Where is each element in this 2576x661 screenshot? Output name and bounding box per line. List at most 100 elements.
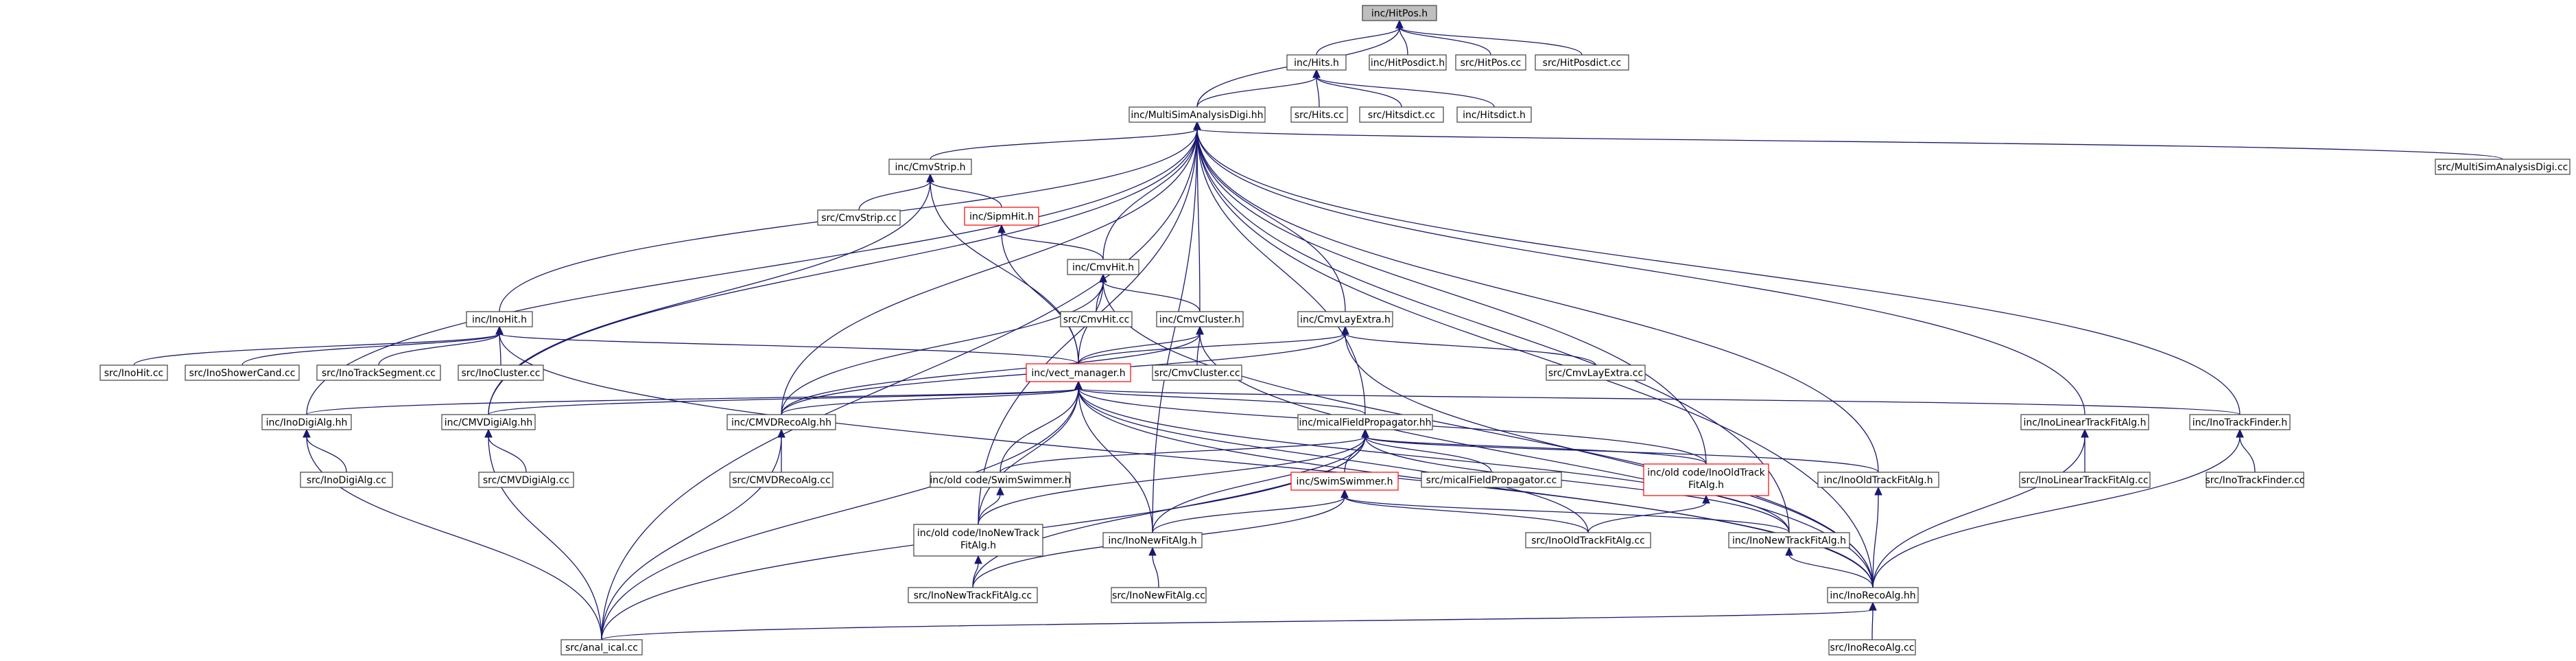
node-anal-ical-cc[interactable]: src/anal_ical.cc: [560, 639, 643, 656]
node-hitsdict-h[interactable]: inc/Hitsdict.h: [1456, 106, 1532, 123]
edge-cmvcluster-h-to-cmvdrecoalg-hh: [781, 325, 1204, 415]
edge-sipmhit-h-to-cmvhit-h: [997, 224, 1104, 260]
node-label: src/InoNewFitAlg.cc: [1112, 590, 1205, 601]
edge-msad-hh-to-cmvlayextra-h: [1193, 121, 1346, 312]
node-inorecoalg-cc[interactable]: src/InoRecoAlg.cc: [1828, 639, 1916, 656]
node-cmvstrip-cc[interactable]: src/CmvStrip.cc: [817, 209, 901, 226]
node-box: [908, 587, 1038, 603]
node-box: [2206, 472, 2304, 488]
node-hitposdict-cc[interactable]: src/HitPosdict.cc: [1535, 54, 1629, 71]
node-cmvdrecoalg-hh[interactable]: inc/CMVDRecoAlg.hh: [726, 414, 836, 430]
edge-inohit-h-to-vect-manager-h: [495, 325, 1079, 364]
node-cmvcluster-cc[interactable]: src/CmvCluster.cc: [1152, 364, 1242, 381]
node-label: inc/CmvHit.h: [1072, 262, 1134, 273]
node-box: [1067, 259, 1139, 275]
node-box: [441, 414, 536, 430]
node-inohit-cc[interactable]: src/InoHit.cc: [99, 364, 168, 381]
node-label: inc/CmvStrip.h: [895, 162, 965, 173]
node-cmvlayextra-cc[interactable]: src/CmvLayExtra.cc: [1546, 364, 1646, 381]
node-box: [1546, 364, 1646, 381]
node-vect-manager-h[interactable]: inc/vect_manager.h: [1026, 363, 1131, 382]
node-box: [726, 414, 836, 430]
node-inolineartrackfitalg-h[interactable]: inc/InoLinearTrackFitAlg.h: [2020, 414, 2149, 430]
node-cmvdigialg-cc[interactable]: src/CMVDigiAlg.cc: [478, 472, 574, 488]
node-inodigialg-cc[interactable]: src/InoDigiAlg.cc: [300, 472, 393, 488]
node-inonewtrackfitalg-cc[interactable]: src/InoNewTrackFitAlg.cc: [908, 587, 1038, 603]
node-msad-hh[interactable]: inc/MultiSimAnalysisDigi.hh: [1129, 106, 1266, 123]
node-box: [1290, 472, 1399, 491]
node-sipmhit-h[interactable]: inc/SipmHit.h: [964, 207, 1039, 226]
node-inocluster-cc[interactable]: src/InoCluster.cc: [458, 364, 544, 381]
node-hits-cc[interactable]: src/Hits.cc: [1290, 106, 1348, 123]
node-hitposdict-h[interactable]: inc/HitPosdict.h: [1369, 54, 1447, 71]
node-box: [964, 207, 1039, 226]
node-cmvhit-cc[interactable]: src/CmvHit.cc: [1060, 311, 1133, 327]
node-inooldtrackfitalg-h[interactable]: inc/InoOldTrackFitAlg.h: [1817, 472, 1939, 488]
edge-sipmhit-h-to-vect-manager-h: [997, 224, 1079, 364]
edge-inodigialg-hh-to-anal-ical-cc: [303, 428, 602, 640]
node-micalfield-cc[interactable]: src/micalFieldPropagator.cc: [1421, 472, 1562, 488]
node-inoshowercand-cc[interactable]: src/InoShowerCand.cc: [185, 364, 300, 381]
node-box: [1152, 364, 1242, 381]
node-swimswimmer-h[interactable]: inc/SwimSwimmer.h: [1290, 472, 1399, 491]
edge-inorecoalg-hh-to-anal-ical-cc: [601, 601, 1877, 640]
node-cmvcluster-h[interactable]: inc/CmvCluster.h: [1156, 311, 1244, 327]
node-label: src/Hitsdict.cc: [1368, 110, 1435, 121]
node-inodigialg-hh[interactable]: inc/InoDigiAlg.hh: [261, 414, 352, 430]
node-label: src/CmvCluster.cc: [1154, 368, 1240, 379]
node-cmvhit-h[interactable]: inc/CmvHit.h: [1067, 259, 1139, 275]
node-box: [1359, 106, 1444, 123]
node-label: inc/CmvCluster.h: [1159, 314, 1241, 325]
node-label: src/InoNewTrackFitAlg.cc: [914, 590, 1032, 601]
node-micalfield-hh[interactable]: inc/micalFieldPropagator.hh: [1297, 414, 1433, 430]
node-oldinooldtrack-h[interactable]: inc/old code/InoOldTrackFitAlg.h: [1643, 463, 1769, 496]
node-inonewfitalg-cc[interactable]: src/InoNewFitAlg.cc: [1111, 587, 1207, 603]
node-label: inc/InoLinearTrackFitAlg.h: [2024, 417, 2147, 428]
node-oldinonewtrack-h[interactable]: inc/old code/InoNewTrackFitAlg.h: [913, 524, 1043, 557]
node-cmvstrip-h[interactable]: inc/CmvStrip.h: [888, 159, 972, 175]
node-inotrackfinder-cc[interactable]: src/InoTrackFinder.cc: [2206, 472, 2305, 488]
node-label: inc/InoNewFitAlg.h: [1108, 535, 1196, 546]
node-label: inc/CMVDRecoAlg.hh: [731, 417, 831, 428]
node-inolineartrackfitalg-cc[interactable]: src/InoLinearTrackFitAlg.cc: [2019, 472, 2151, 488]
node-box: [1728, 532, 1850, 548]
node-box: [913, 524, 1043, 557]
node-box: [316, 364, 441, 381]
node-label: inc/InoHit.h: [472, 314, 527, 325]
node-cmvlayextra-h[interactable]: inc/CmvLayExtra.h: [1297, 311, 1393, 327]
node-inooldtrackfitalg-cc[interactable]: src/InoOldTrackFitAlg.cc: [1525, 532, 1651, 548]
node-box: [1290, 106, 1348, 123]
node-inotrackfinder-h[interactable]: inc/InoTrackFinder.h: [2189, 414, 2291, 430]
node-inonewfitalg-h[interactable]: inc/InoNewFitAlg.h: [1102, 532, 1203, 548]
node-label: inc/InoTrackFinder.h: [2193, 417, 2287, 428]
node-hitsdict-cc[interactable]: src/Hitsdict.cc: [1359, 106, 1444, 123]
node-inorecoalg-hh[interactable]: inc/InoRecoAlg.hh: [1827, 587, 1919, 603]
node-hitpos-h[interactable]: inc/HitPos.h: [1362, 5, 1437, 21]
node-oldswim-h[interactable]: inc/old code/SwimSwimmer.h: [930, 472, 1071, 488]
node-label: src/MultiSimAnalysisDigi.cc: [2437, 162, 2568, 173]
node-cmvdigialg-hh[interactable]: inc/CMVDigiAlg.hh: [441, 414, 536, 430]
node-hits-h[interactable]: inc/Hits.h: [1286, 54, 1347, 71]
node-label: inc/SipmHit.h: [969, 211, 1034, 222]
edge-msad-hh-to-cmvstrip-h: [930, 121, 1201, 160]
node-label: inc/InoRecoAlg.hh: [1830, 590, 1915, 601]
node-box: [2435, 159, 2571, 175]
node-cmvdrecoalg-cc[interactable]: src/CMVDRecoAlg.cc: [729, 472, 834, 488]
node-box: [478, 472, 574, 488]
edge-swimswimmer-h-to-inonewfitalg-h: [1152, 489, 1349, 533]
node-inohit-h[interactable]: inc/InoHit.h: [466, 311, 533, 327]
edge-inonewtrackfitalg-h-to-inorecoalg-hh: [1785, 546, 1874, 588]
node-msad-cc[interactable]: src/MultiSimAnalysisDigi.cc: [2435, 159, 2571, 175]
edge-oldinooldtrack-h-to-inooldtrackfitalg-cc: [1587, 494, 1710, 533]
edge-msad-hh-to-inooldtrackfitalg-h: [1193, 121, 1879, 473]
node-box: [458, 364, 544, 381]
node-inonewtrackfitalg-h[interactable]: inc/InoNewTrackFitAlg.h: [1728, 532, 1850, 548]
node-box: [1828, 639, 1916, 656]
edge-micalfield-hh-to-oldinooldtrack-h: [1361, 428, 1707, 465]
edge-inolineartrackfitalg-h-to-inorecoalg-hh: [1872, 428, 2089, 588]
edge-micalfield-hh-to-inooldtrackfitalg-h: [1361, 428, 1879, 473]
node-hitpos-cc[interactable]: src/HitPos.cc: [1455, 54, 1526, 71]
node-box: [930, 472, 1071, 488]
node-inotracksegment-cc[interactable]: src/InoTrackSegment.cc: [316, 364, 441, 381]
